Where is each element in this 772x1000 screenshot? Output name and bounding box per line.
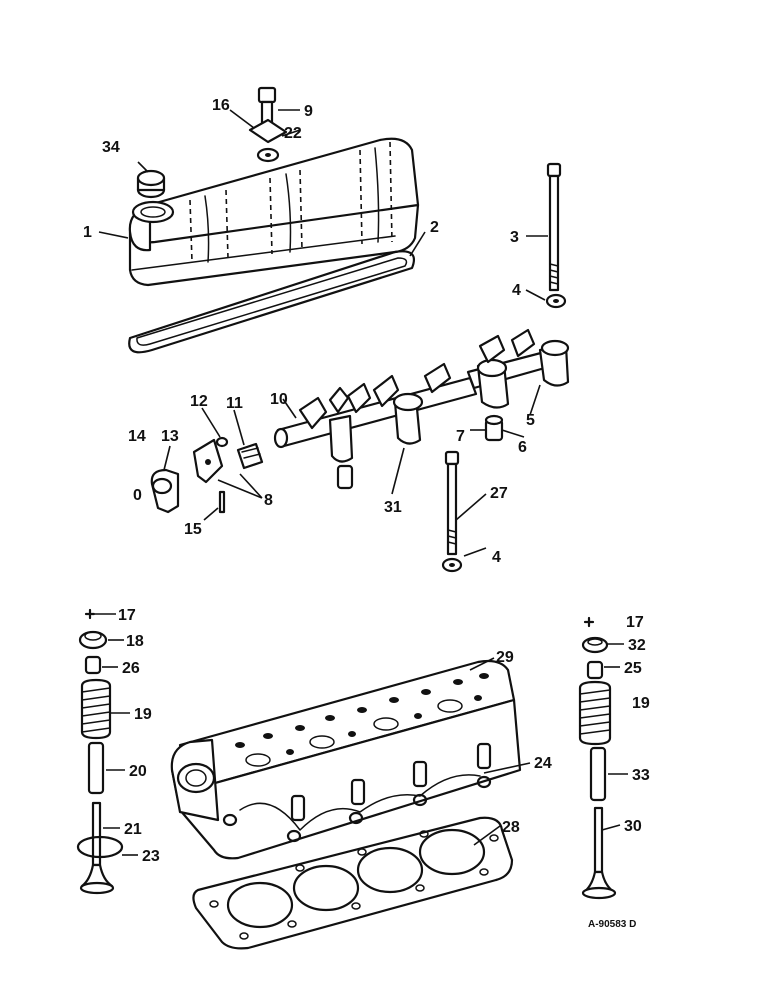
callout-13: 13: [161, 428, 179, 445]
callout-23: 23: [142, 848, 160, 865]
callout-33: 33: [632, 767, 650, 784]
callout-17a: 17: [118, 607, 136, 624]
head-bolt-long: [545, 162, 567, 309]
callout-7: 7: [456, 428, 465, 445]
head-gasket: [192, 816, 514, 950]
valve-stack-right: [578, 616, 617, 900]
callout-1: 1: [83, 224, 92, 241]
rocker-shaft-assembly: [273, 362, 478, 490]
callout-11: 11: [226, 395, 243, 412]
breather-cap: [136, 169, 166, 199]
callout-30: 30: [624, 818, 642, 835]
callout-labels: 1 2 3 4 4 5 6 7 8 9 10 11 12 13 14 0 15 …: [83, 97, 650, 865]
callout-14: 14: [128, 428, 146, 445]
reference-code: A-90583 D: [588, 919, 636, 930]
callout-5: 5: [526, 412, 535, 429]
rocker-bushing: [484, 414, 504, 442]
rocker-small-parts: [150, 436, 264, 514]
cylinder-head: [170, 659, 522, 860]
callout-15: 15: [184, 521, 202, 538]
callout-26: 26: [122, 660, 140, 677]
callout-3: 3: [510, 229, 519, 246]
callout-19a: 19: [134, 706, 152, 723]
callout-8: 8: [264, 492, 273, 509]
callout-31: 31: [384, 499, 402, 516]
callout-21: 21: [124, 821, 142, 838]
callout-2: 2: [430, 219, 439, 236]
callout-17b: 17: [626, 614, 644, 631]
callout-32: 32: [628, 637, 646, 654]
valve-stack-left: [76, 608, 124, 895]
leader-lines: [95, 109, 628, 856]
valve-cover-gasket: [128, 250, 416, 354]
callout-12: 12: [190, 393, 208, 410]
callout-28: 28: [502, 819, 520, 836]
callout-6: 6: [518, 439, 527, 456]
callout-22: 22: [284, 125, 302, 142]
callout-19b: 19: [632, 695, 650, 712]
callout-34: 34: [102, 139, 120, 156]
callout-4a: 4: [512, 282, 521, 299]
callout-10: 10: [270, 391, 288, 408]
valve-cover: [128, 137, 420, 287]
callout-24: 24: [534, 755, 552, 772]
callout-4b: 4: [492, 549, 501, 566]
callout-27: 27: [490, 485, 508, 502]
callout-9: 9: [304, 103, 313, 120]
cover-bolt: [248, 86, 288, 163]
callout-16: 16: [212, 97, 230, 114]
callout-18: 18: [126, 633, 144, 650]
callout-20: 20: [129, 763, 147, 780]
callout-25: 25: [624, 660, 642, 677]
rocker-arm-assembly-right: [466, 328, 570, 409]
callout-29: 29: [496, 649, 514, 666]
head-bolt-short: [441, 450, 463, 573]
callout-0: 0: [133, 487, 142, 504]
